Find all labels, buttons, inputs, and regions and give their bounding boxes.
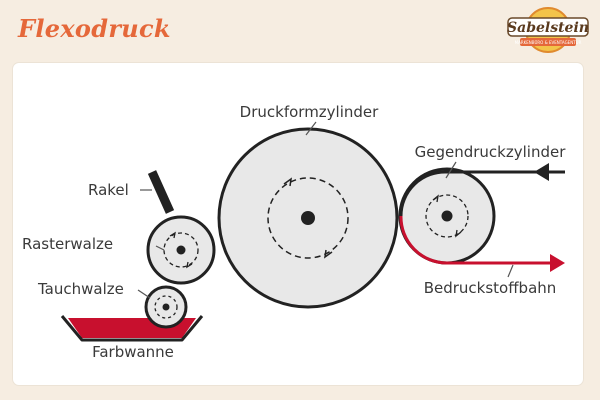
web-outgoing xyxy=(399,215,552,265)
web-incoming xyxy=(399,170,565,217)
web-arrow-out xyxy=(550,254,565,272)
logo-text: Sabelstein xyxy=(507,20,589,36)
sabelstein-logo: Sabelstein MARKENBÜRO & EVENTAGENTUR xyxy=(507,7,589,53)
druckformzylinder-cylinder xyxy=(217,127,399,309)
label-rakel: Rakel xyxy=(88,181,129,199)
web-arrow-in xyxy=(534,163,549,181)
rakel-blade xyxy=(147,170,175,214)
label-gegendruckzylinder: Gegendruckzylinder xyxy=(415,143,567,161)
ink-tray xyxy=(60,315,204,342)
logo-subtext: MARKENBÜRO & EVENTAGENTUR xyxy=(515,40,582,45)
label-bedruckstoffbahn: Bedruckstoffbahn xyxy=(424,279,557,297)
label-druckformzylinder: Druckformzylinder xyxy=(240,103,379,121)
label-rasterwalze: Rasterwalze xyxy=(22,235,113,253)
label-tauchwalze: Tauchwalze xyxy=(37,280,124,298)
page-title: Flexodruck xyxy=(18,14,171,43)
label-farbwanne: Farbwanne xyxy=(92,343,174,361)
rasterwalze-roller xyxy=(146,215,216,285)
tauchwalze-roller xyxy=(144,285,188,329)
